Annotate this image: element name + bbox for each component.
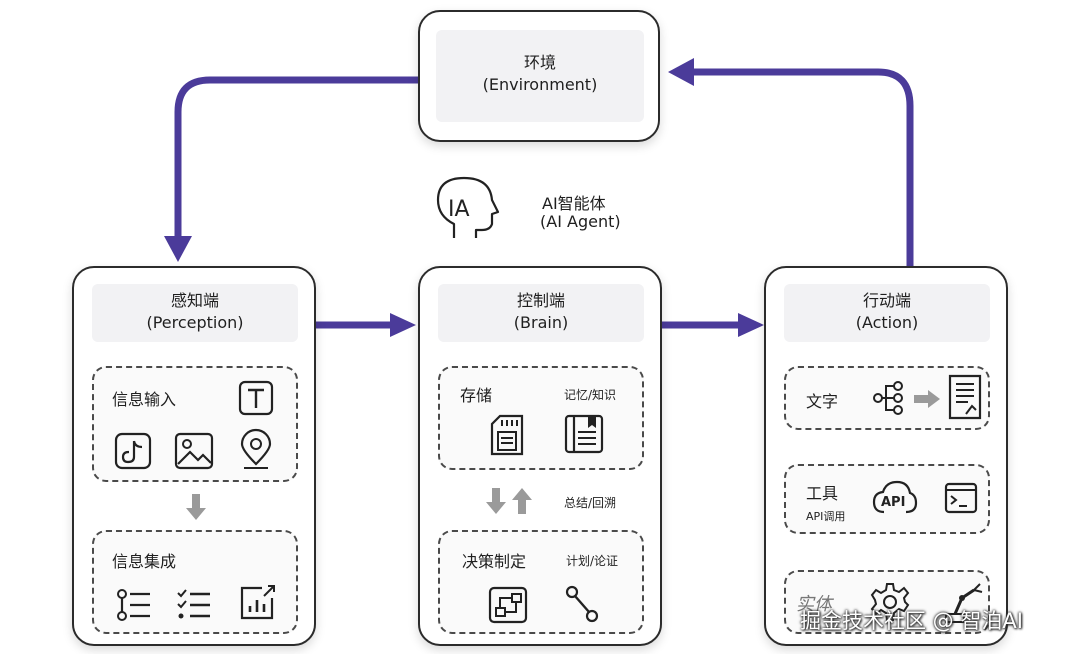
brain-subtitle: (Brain) xyxy=(513,313,569,332)
environment-box: 环境 (Environment) xyxy=(418,10,660,142)
tools-note: API调用 xyxy=(806,510,846,523)
arrowhead-environment xyxy=(668,58,694,86)
brain-header: 控制端 (Brain) xyxy=(438,284,644,342)
workflow-icon xyxy=(488,586,528,624)
arrowhead-brain xyxy=(390,313,416,337)
down-arrow-icon xyxy=(486,488,506,514)
document-icon xyxy=(948,374,982,420)
embodied-label: 实体 xyxy=(796,594,832,615)
environment-subtitle: (Environment) xyxy=(482,75,598,94)
image-icon xyxy=(174,432,214,470)
arrowhead-perception xyxy=(164,236,192,262)
info-integration-label: 信息集成 xyxy=(112,552,177,571)
text-icon xyxy=(238,380,274,416)
storage-label: 存储 xyxy=(460,386,493,405)
info-integration-group: 信息集成 xyxy=(92,530,298,634)
terminal-icon xyxy=(944,482,978,514)
action-subtitle: (Action) xyxy=(855,313,919,332)
route-icon xyxy=(562,584,602,624)
api-cloud-icon: API xyxy=(872,478,918,518)
decision-group: 决策制定 计划/论证 xyxy=(438,530,644,634)
right-arrow-icon xyxy=(914,390,940,408)
arrow-env-to-perception xyxy=(174,76,418,240)
robot-arm-icon xyxy=(942,580,984,624)
decision-label: 决策制定 xyxy=(462,552,527,571)
environment-header: 环境 (Environment) xyxy=(436,30,644,122)
perception-box: 感知端 (Perception) 信息输入 信息集成 xyxy=(72,266,316,646)
perception-header: 感知端 (Perception) xyxy=(92,284,298,342)
location-pin-icon xyxy=(236,428,276,472)
brain-box: 控制端 (Brain) 存储 记忆/知识 总结/回溯 决策制定 计划/论证 xyxy=(418,266,662,646)
info-input-group: 信息输入 xyxy=(92,366,298,482)
storage-group: 存储 记忆/知识 xyxy=(438,366,644,470)
action-box: 行动端 (Action) 文字 工具 API调用 API xyxy=(764,266,1008,646)
tools-group: 工具 API调用 API xyxy=(784,464,990,534)
tree-icon xyxy=(872,380,908,416)
tiktok-icon xyxy=(114,432,152,470)
embodied-group xyxy=(784,570,990,634)
action-header: 行动端 (Action) xyxy=(784,284,990,342)
api-icon-text: API xyxy=(881,495,905,510)
checklist-icon xyxy=(176,588,212,622)
info-input-label: 信息输入 xyxy=(112,390,177,409)
tools-label: 工具 xyxy=(806,484,839,503)
brain-title: 控制端 xyxy=(516,291,565,310)
loop-note: 总结/回溯 xyxy=(564,496,617,510)
decision-note: 计划/论证 xyxy=(566,554,619,568)
action-title: 行动端 xyxy=(862,291,911,310)
analytics-icon xyxy=(238,584,278,622)
flow-list-icon xyxy=(116,588,152,622)
down-arrow-icon xyxy=(186,494,206,520)
perception-title: 感知端 xyxy=(170,291,219,310)
environment-title: 环境 xyxy=(523,53,556,72)
agent-icon-text: IA xyxy=(448,197,470,222)
text-output-group: 文字 xyxy=(784,366,990,430)
text-output-label: 文字 xyxy=(806,392,839,411)
agent-title: AI智能体 xyxy=(542,194,606,213)
book-icon xyxy=(564,414,604,454)
perception-subtitle: (Perception) xyxy=(146,313,244,332)
sd-card-icon xyxy=(490,414,524,456)
arrowhead-action xyxy=(738,313,764,337)
storage-note: 记忆/知识 xyxy=(564,388,617,402)
arrow-action-to-env xyxy=(690,68,914,266)
gear-icon xyxy=(870,582,910,622)
up-arrow-icon xyxy=(512,488,532,514)
watermark: 掘金技术社区 @ 智泊AI xyxy=(800,609,1023,633)
agent-head-icon: IA xyxy=(432,174,502,240)
agent-subtitle: (AI Agent) xyxy=(540,212,621,231)
